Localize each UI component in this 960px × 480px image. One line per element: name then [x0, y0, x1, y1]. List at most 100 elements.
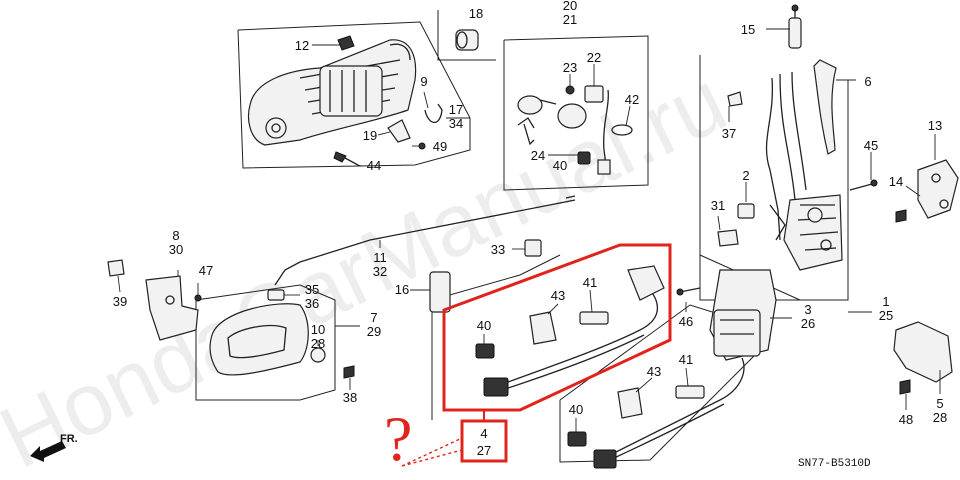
switch-22-part — [584, 85, 604, 103]
callout-number: 2 — [742, 168, 749, 183]
callout-6: 6 — [864, 74, 871, 89]
callout-5-28: 528 — [933, 396, 947, 425]
callout-44: 44 — [367, 158, 381, 173]
callout-number: 15 — [741, 22, 755, 37]
callout-number: 24 — [531, 148, 545, 163]
callout-number: 46 — [679, 314, 693, 329]
callout-number: 47 — [199, 263, 213, 278]
callout-39: 39 — [113, 294, 127, 309]
clip-39-part — [107, 259, 125, 277]
clip-33-part — [524, 239, 542, 257]
callout-23: 23 — [563, 60, 577, 75]
lock-knob-15-part — [788, 4, 802, 49]
lock-rod-11-part — [274, 195, 576, 286]
clip-40-low-part — [567, 431, 587, 447]
callout-number: 48 — [899, 412, 913, 427]
callout-40-top: 40 — [553, 158, 567, 173]
callout-labels: 1820211512917341949442223422440637134514… — [113, 0, 947, 427]
callout-3-26: 326 — [801, 302, 815, 331]
callout-number: 18 — [469, 6, 483, 21]
callout-24: 24 — [531, 148, 545, 163]
callout-43-low: 43 — [647, 364, 661, 379]
lower-harness-part — [593, 357, 745, 469]
callout-number: 19 — [363, 128, 377, 143]
callout-number: 35 — [305, 282, 319, 297]
frame-18 — [437, 10, 496, 61]
callout-number: 42 — [625, 92, 639, 107]
inside-handle-part — [209, 303, 309, 376]
bracket-19-part — [387, 119, 411, 143]
callout-number: 22 — [587, 50, 601, 65]
callout-number: 17 — [449, 102, 463, 117]
front-direction-label: FR. — [60, 433, 78, 445]
door-lock-part — [769, 194, 843, 271]
diagram-code: SN77-B5310D — [798, 458, 871, 470]
callout-number: 20 — [563, 0, 577, 13]
highlight-box — [442, 243, 672, 412]
callout-2: 2 — [742, 168, 749, 183]
bracket-5-part — [893, 321, 953, 383]
screw-14-part — [895, 209, 907, 223]
callout-1-25: 125 — [879, 294, 893, 323]
clip-41-mid-part — [579, 311, 609, 325]
callout-number: 40 — [569, 402, 583, 417]
callout-38: 38 — [343, 390, 357, 405]
callout-4-27: 4 27 — [477, 426, 491, 458]
clip-10-part — [310, 347, 326, 363]
callout-number: 36 — [305, 296, 319, 311]
callout-4: 4 — [480, 426, 487, 441]
callout-number: 30 — [169, 242, 183, 257]
callout-number: 29 — [367, 324, 381, 339]
frame-cylinder — [503, 35, 649, 191]
callout-number: 23 — [563, 60, 577, 75]
callout-number: 25 — [879, 308, 893, 323]
clip-35-part — [267, 289, 285, 301]
callout-7-29: 729 — [367, 310, 381, 339]
callout-16: 16 — [395, 282, 409, 297]
callout-9: 9 — [420, 74, 427, 89]
callout-33: 33 — [491, 242, 505, 257]
question-mark: ? — [384, 403, 412, 474]
highlight-box-4-27 — [460, 410, 508, 463]
callout-number: 37 — [722, 126, 736, 141]
callout-number: 21 — [563, 12, 577, 27]
callout-37: 37 — [722, 126, 736, 141]
callout-27: 27 — [477, 443, 491, 458]
wire-42-part — [597, 89, 633, 175]
leader-lines — [117, 28, 941, 432]
callout-41-low: 41 — [679, 352, 693, 367]
callout-14: 14 — [889, 174, 903, 189]
callout-number: 45 — [864, 138, 878, 153]
callout-number: 39 — [113, 294, 127, 309]
bolt-46-part — [676, 287, 701, 296]
callout-47: 47 — [199, 263, 213, 278]
screw-45-part — [849, 179, 878, 191]
callout-number: 40 — [477, 318, 491, 333]
clip-43-mid-part — [529, 311, 557, 345]
screw-38-part — [343, 365, 355, 379]
callout-18: 18 — [469, 6, 483, 21]
bolt-44-part — [333, 151, 359, 166]
callout-number: 44 — [367, 158, 381, 173]
harness-4-part — [483, 265, 665, 397]
actuator-3-part — [709, 269, 777, 361]
frame-inside-handle — [195, 284, 336, 401]
frame-bracket — [431, 254, 561, 420]
lock-rods-part — [765, 59, 837, 241]
rod-clip-9-part — [424, 103, 443, 124]
callout-number: 9 — [420, 74, 427, 89]
callout-22: 22 — [587, 50, 601, 65]
callout-number: 5 — [936, 396, 943, 411]
callout-19: 19 — [363, 128, 377, 143]
frame-outside-handle — [237, 21, 471, 169]
callout-number: 49 — [433, 139, 447, 154]
callout-number: 1 — [882, 294, 889, 309]
callout-13: 13 — [928, 118, 942, 133]
callout-8-30: 830 — [169, 228, 183, 257]
bracket-8-part — [145, 275, 199, 341]
clip-31-part — [717, 229, 739, 247]
callout-number: 32 — [373, 264, 387, 279]
callout-number: 41 — [679, 352, 693, 367]
